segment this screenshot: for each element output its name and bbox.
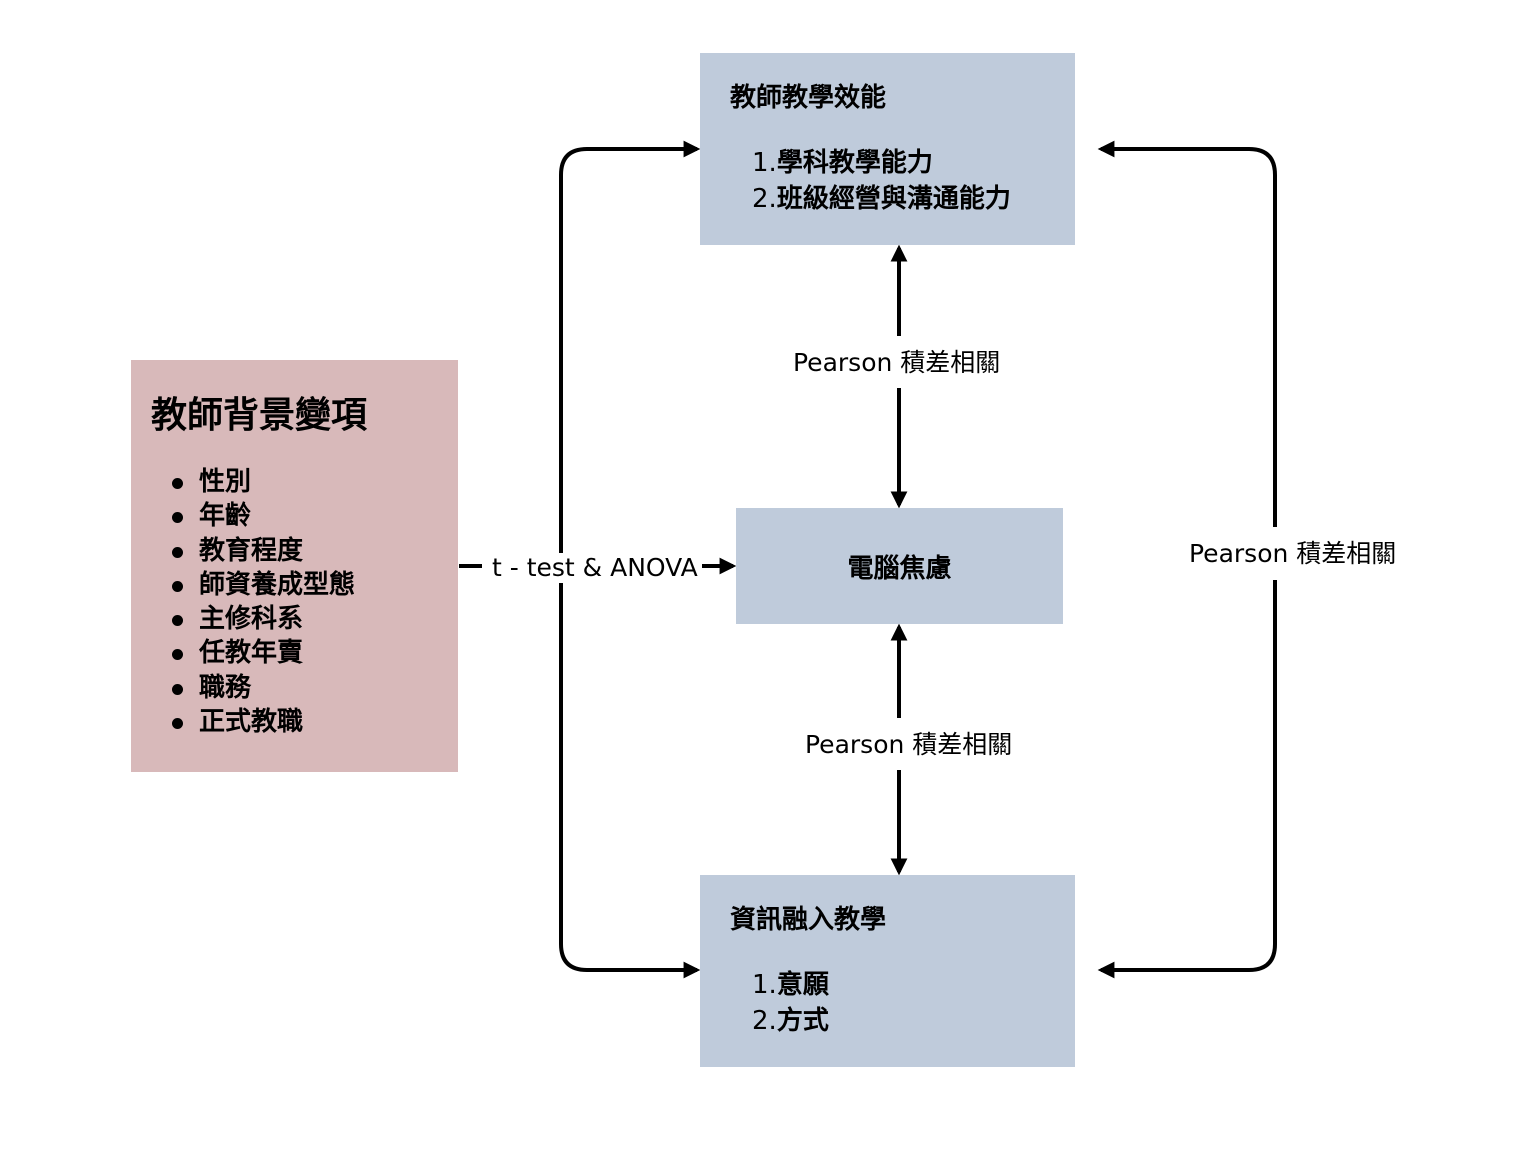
list-item: 教育程度 bbox=[172, 534, 355, 568]
bullet-icon bbox=[172, 649, 183, 661]
bullet-icon bbox=[172, 580, 183, 592]
bullet-icon bbox=[172, 683, 183, 695]
edge-background-to-ict bbox=[559, 575, 701, 979]
bullet-icon bbox=[172, 478, 183, 489]
bullet-icon bbox=[172, 615, 183, 627]
list-item: 師資養成型態 bbox=[172, 568, 355, 602]
edge-label-pearson-anxiety-ict: Pearson 積差相關 bbox=[801, 730, 1017, 760]
edge-background-to-efficacy bbox=[559, 140, 701, 560]
edge-label-ttest-anova: t - test & ANOVA bbox=[488, 553, 702, 583]
list-item: 任教年賣 bbox=[172, 636, 355, 670]
edge-efficacy-ict-lower bbox=[1097, 580, 1277, 979]
bullet-icon bbox=[172, 512, 183, 524]
node-ict-integration: 資訊融入教學 1.意願 2.方式 bbox=[700, 875, 1075, 1067]
edge-efficacy-ict-upper bbox=[1097, 140, 1277, 527]
bullet-icon bbox=[172, 546, 183, 558]
numbered-list: 1.學科教學能力 2.班級經營與溝通能力 bbox=[752, 145, 1011, 217]
list-item: 1.學科教學能力 bbox=[752, 148, 933, 178]
bullet-icon bbox=[172, 718, 183, 730]
node-computer-anxiety: 電腦焦慮 bbox=[736, 508, 1063, 624]
list-item: 年齡 bbox=[172, 499, 355, 533]
edge-label-pearson-efficacy-ict: Pearson 積差相關 bbox=[1185, 539, 1401, 569]
list-item: 2.方式 bbox=[752, 1006, 829, 1036]
list-item: 性別 bbox=[172, 465, 355, 499]
node-title: 資訊融入教學 bbox=[730, 905, 887, 935]
node-title: 教師教學效能 bbox=[730, 83, 887, 113]
list-item: 職務 bbox=[172, 671, 355, 705]
list-item: 主修科系 bbox=[172, 602, 355, 636]
node-title: 電腦焦慮 bbox=[847, 554, 952, 584]
bullet-list: 性別 年齡 教育程度 師資養成型態 主修科系 任教年賣 職務 正式教職 bbox=[172, 465, 355, 739]
node-teaching-efficacy: 教師教學效能 1.學科教學能力 2.班級經營與溝通能力 bbox=[700, 53, 1075, 245]
node-teacher-background: 教師背景變項 性別 年齡 教育程度 師資養成型態 主修科系 任教年賣 職務 正式… bbox=[131, 360, 458, 772]
list-item: 2.班級經營與溝通能力 bbox=[752, 184, 1011, 214]
numbered-list: 1.意願 2.方式 bbox=[752, 967, 829, 1039]
list-item: 1.意願 bbox=[752, 970, 829, 1000]
node-title: 教師背景變項 bbox=[151, 395, 368, 436]
edge-label-pearson-efficacy-anxiety: Pearson 積差相關 bbox=[789, 348, 1005, 378]
list-item: 正式教職 bbox=[172, 705, 355, 739]
